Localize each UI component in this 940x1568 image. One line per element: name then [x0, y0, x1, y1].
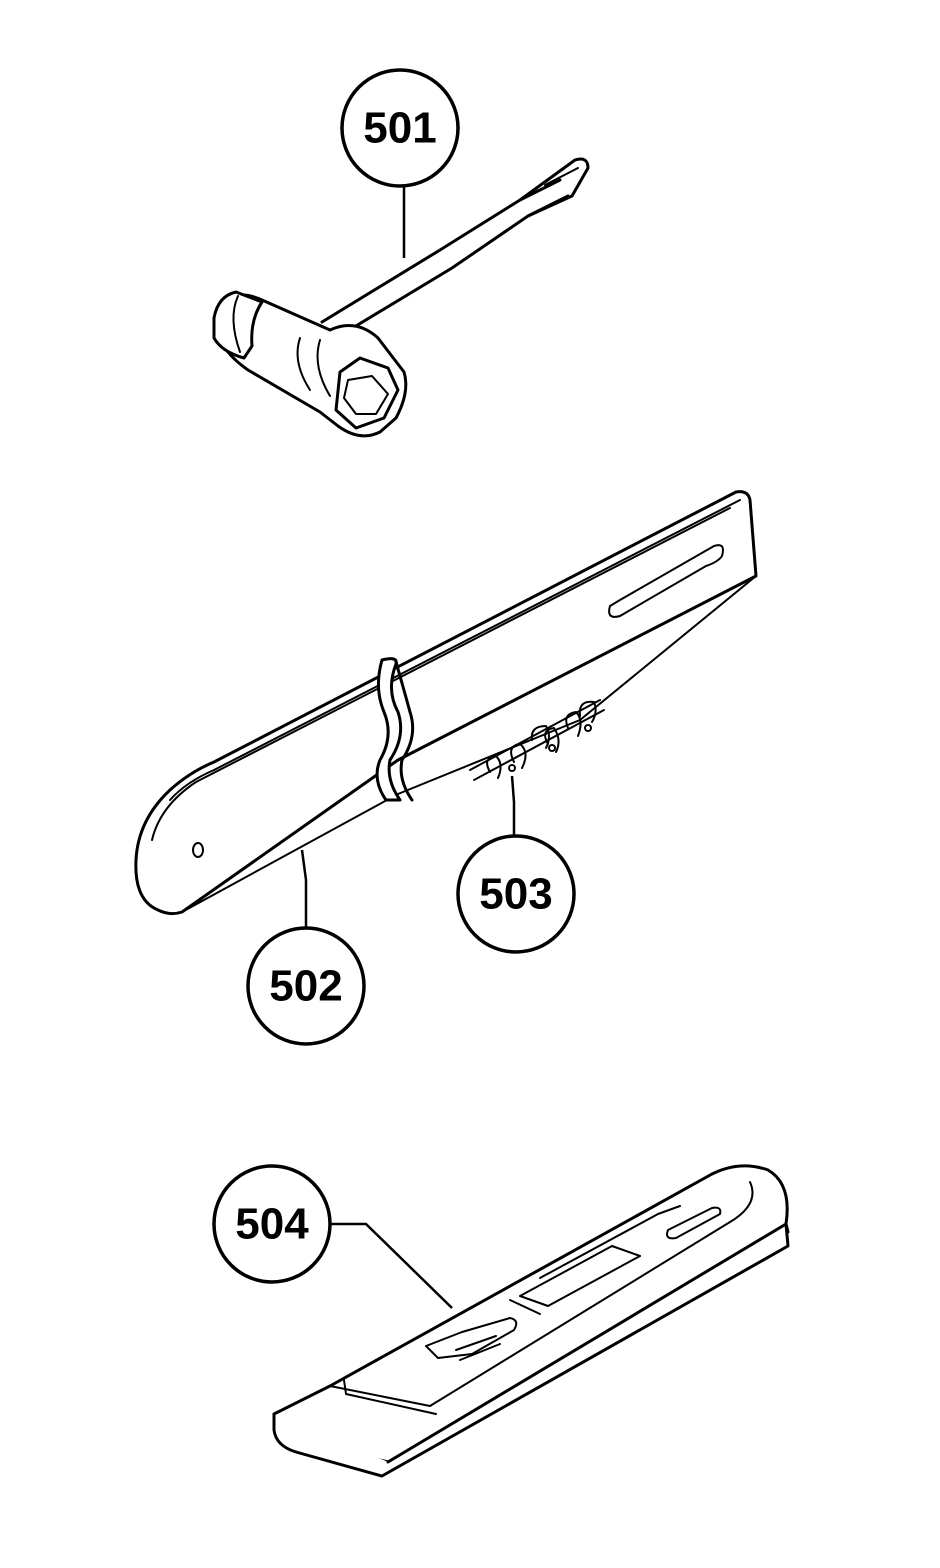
- guide-bar-icon: [134, 490, 758, 916]
- callout-503: 503: [456, 775, 576, 954]
- saw-chain-icon: [469, 699, 605, 781]
- part-number-label: 501: [363, 104, 436, 153]
- callout-502: 502: [246, 849, 366, 1046]
- part-number-label: 502: [269, 962, 342, 1011]
- t-wrench-icon: [212, 157, 590, 438]
- part-number-label: 504: [235, 1200, 309, 1249]
- callout-501: 501: [340, 68, 460, 258]
- part-number-label: 503: [479, 870, 552, 919]
- bar-cover-icon: [272, 1164, 790, 1478]
- callout-504: 504: [212, 1164, 453, 1309]
